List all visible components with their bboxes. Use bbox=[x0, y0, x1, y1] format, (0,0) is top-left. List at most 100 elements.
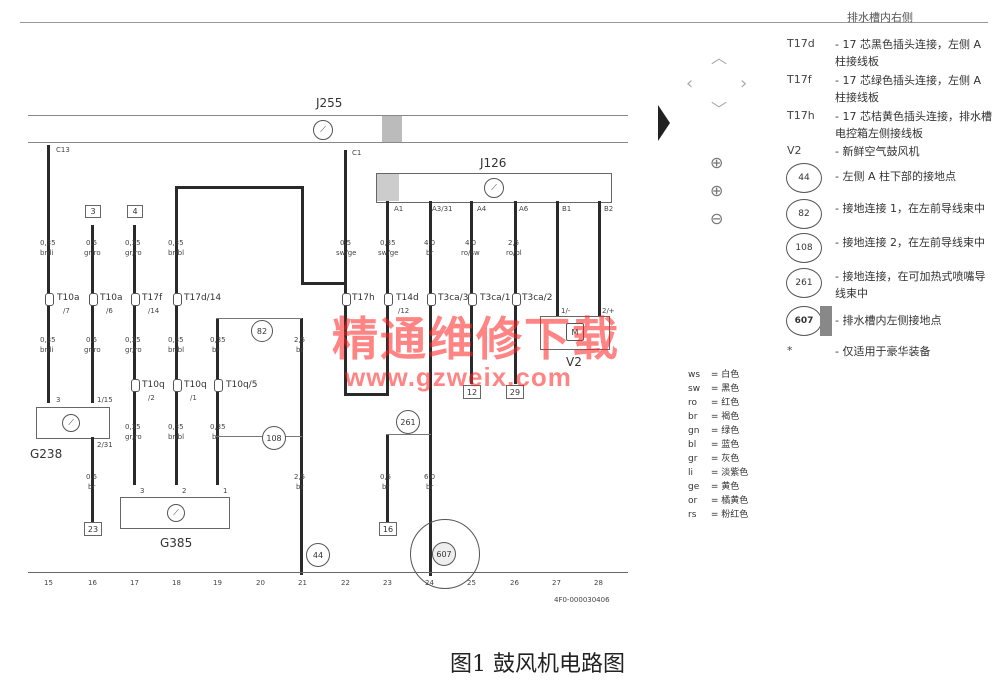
j126-label: J126 bbox=[480, 156, 507, 170]
connector-label: T3ca/3 bbox=[438, 293, 469, 303]
wire-spec-size: 2,5 bbox=[294, 473, 306, 481]
v2-pin-2: 2/+ bbox=[602, 307, 615, 315]
wire-spec-size: 0,35 bbox=[380, 239, 396, 247]
ground-point-607: 607 bbox=[432, 542, 456, 566]
connector-mark bbox=[89, 293, 98, 306]
pan-up-icon[interactable]: ︿ bbox=[711, 48, 728, 67]
legend-text-asterisk: - 仅适用于豪华装备 bbox=[835, 345, 931, 358]
connector-mark bbox=[45, 293, 54, 306]
figure-caption: 图1 鼓风机电路图 bbox=[450, 652, 625, 677]
color-legend-row: ge = 黄色 bbox=[688, 482, 740, 492]
zoom-in-icon[interactable]: ⊕ bbox=[710, 153, 724, 172]
g238-pin-3: 3 bbox=[56, 396, 61, 404]
wire-spec-color: gr/ro bbox=[125, 249, 142, 257]
connector-pin: /2 bbox=[148, 394, 155, 402]
wire-loop-bottom bbox=[344, 393, 389, 396]
connector-mark bbox=[384, 293, 393, 306]
legend-key-v2: V2 bbox=[787, 144, 802, 157]
wire-col-24 bbox=[429, 201, 432, 576]
wire-spec-size: 0,5 bbox=[340, 239, 352, 247]
wire-col-15 bbox=[47, 145, 50, 403]
color-legend-row: gr = 灰色 bbox=[688, 454, 740, 464]
pan-left-icon[interactable]: ‹ bbox=[686, 73, 694, 94]
wire-spec-size: 0,35 bbox=[125, 239, 141, 247]
connector-box-23: 23 bbox=[84, 522, 102, 536]
j255-control-unit-icon: ⟋ bbox=[313, 120, 333, 140]
connector-label: T14d bbox=[396, 293, 419, 303]
pan-down-icon[interactable]: ﹀ bbox=[711, 100, 728, 119]
legend-key-t17h: T17h bbox=[787, 109, 815, 122]
wire-spec-color: br/li bbox=[40, 346, 54, 354]
legend-name: 灰色 bbox=[721, 454, 740, 464]
connector-label: T10q/5 bbox=[226, 380, 258, 390]
wire-col-19 bbox=[216, 318, 219, 485]
connector-label: T3ca/1 bbox=[480, 293, 511, 303]
g238-sensor-box bbox=[36, 407, 110, 439]
legend-code: ro bbox=[688, 398, 698, 408]
wire-spec-size: 4,0 bbox=[424, 239, 436, 247]
j255-bus-top bbox=[28, 115, 628, 116]
g385-sensor-icon: ⟋ bbox=[167, 504, 185, 522]
right-legend-top-cut: 排水槽内右侧 bbox=[847, 11, 913, 24]
c1-label: C1 bbox=[352, 149, 362, 157]
connector-mark bbox=[131, 293, 140, 306]
legend-text-t17f: - 17 芯绿色插头连接，左侧 A 柱接线板 bbox=[835, 74, 981, 104]
wire-spec-color: br bbox=[426, 249, 434, 257]
legend-text-v2: - 新鲜空气鼓风机 bbox=[835, 145, 920, 158]
wire-col-21 bbox=[300, 318, 303, 575]
color-legend-row: bl = 蓝色 bbox=[688, 440, 740, 450]
j126-control-unit-icon: ⟋ bbox=[484, 178, 504, 198]
legend-code: rs bbox=[688, 510, 697, 520]
connector-label: T17f bbox=[142, 293, 163, 303]
connector-mark bbox=[173, 293, 182, 306]
ground-bus-261 bbox=[386, 434, 431, 435]
legend-code: br bbox=[688, 412, 698, 422]
bottom-ground-line bbox=[28, 572, 628, 573]
grid-number: 21 bbox=[298, 579, 307, 587]
legend-code: gr bbox=[688, 454, 698, 464]
legend-key-261: 261 bbox=[786, 268, 822, 298]
grid-number: 24 bbox=[425, 579, 434, 587]
wire-spec-color: br bbox=[296, 346, 304, 354]
legend-607-shade bbox=[820, 306, 832, 336]
wire-spec-color: br bbox=[382, 483, 390, 491]
wire-col-23-lower bbox=[386, 435, 389, 523]
legend-name: 绿色 bbox=[721, 426, 740, 436]
g238-pin-1-15: 1/15 bbox=[97, 396, 113, 404]
zoom-fit-icon[interactable]: ⊕ bbox=[710, 181, 724, 200]
wire-spec-color: gr/ro bbox=[84, 249, 101, 257]
connector-pin: /1 bbox=[190, 394, 197, 402]
wire-spec-size: 0,5 bbox=[86, 336, 98, 344]
g385-label: G385 bbox=[160, 536, 193, 550]
legend-name: 蓝色 bbox=[721, 440, 740, 450]
wire-spec-color: sw/ge bbox=[378, 249, 399, 257]
connector-mark bbox=[214, 379, 223, 392]
color-legend-row: rs = 粉红色 bbox=[688, 510, 749, 520]
legend-code: li bbox=[688, 468, 694, 478]
ground-bus-82 bbox=[216, 318, 302, 319]
g238-label: G238 bbox=[30, 447, 63, 461]
pan-right-icon[interactable]: › bbox=[740, 73, 748, 94]
grid-number: 26 bbox=[510, 579, 519, 587]
wire-col-28 bbox=[598, 201, 601, 316]
wire-spec-size: 6,0 bbox=[424, 473, 436, 481]
ground-point-108: 108 bbox=[262, 426, 286, 450]
legend-code: gn bbox=[688, 426, 700, 436]
connector-mark bbox=[427, 293, 436, 306]
wire-spec-size: 0,5 bbox=[380, 473, 392, 481]
wire-spec-color: br/li bbox=[40, 249, 54, 257]
expand-panel-arrow-icon[interactable] bbox=[658, 105, 670, 141]
connector-box-12: 12 bbox=[463, 385, 481, 399]
wire-spec-size: 0,5 bbox=[86, 473, 98, 481]
legend-text-t17d: - 17 芯黑色插头连接，左侧 A 柱接线板 bbox=[835, 38, 981, 68]
legend-key-t17d: T17d bbox=[787, 37, 815, 50]
zoom-out-icon[interactable]: ⊖ bbox=[710, 209, 724, 228]
g385-pin-1: 1 bbox=[223, 487, 228, 495]
grid-number: 22 bbox=[341, 579, 350, 587]
legend-name: 橘黄色 bbox=[721, 496, 749, 506]
g238-sensor-icon: ⟋ bbox=[62, 414, 80, 432]
connector-mark bbox=[131, 379, 140, 392]
grid-number: 20 bbox=[256, 579, 265, 587]
wire-spec-color: ro/sw bbox=[461, 249, 480, 257]
connector-pin: /7 bbox=[63, 307, 70, 315]
